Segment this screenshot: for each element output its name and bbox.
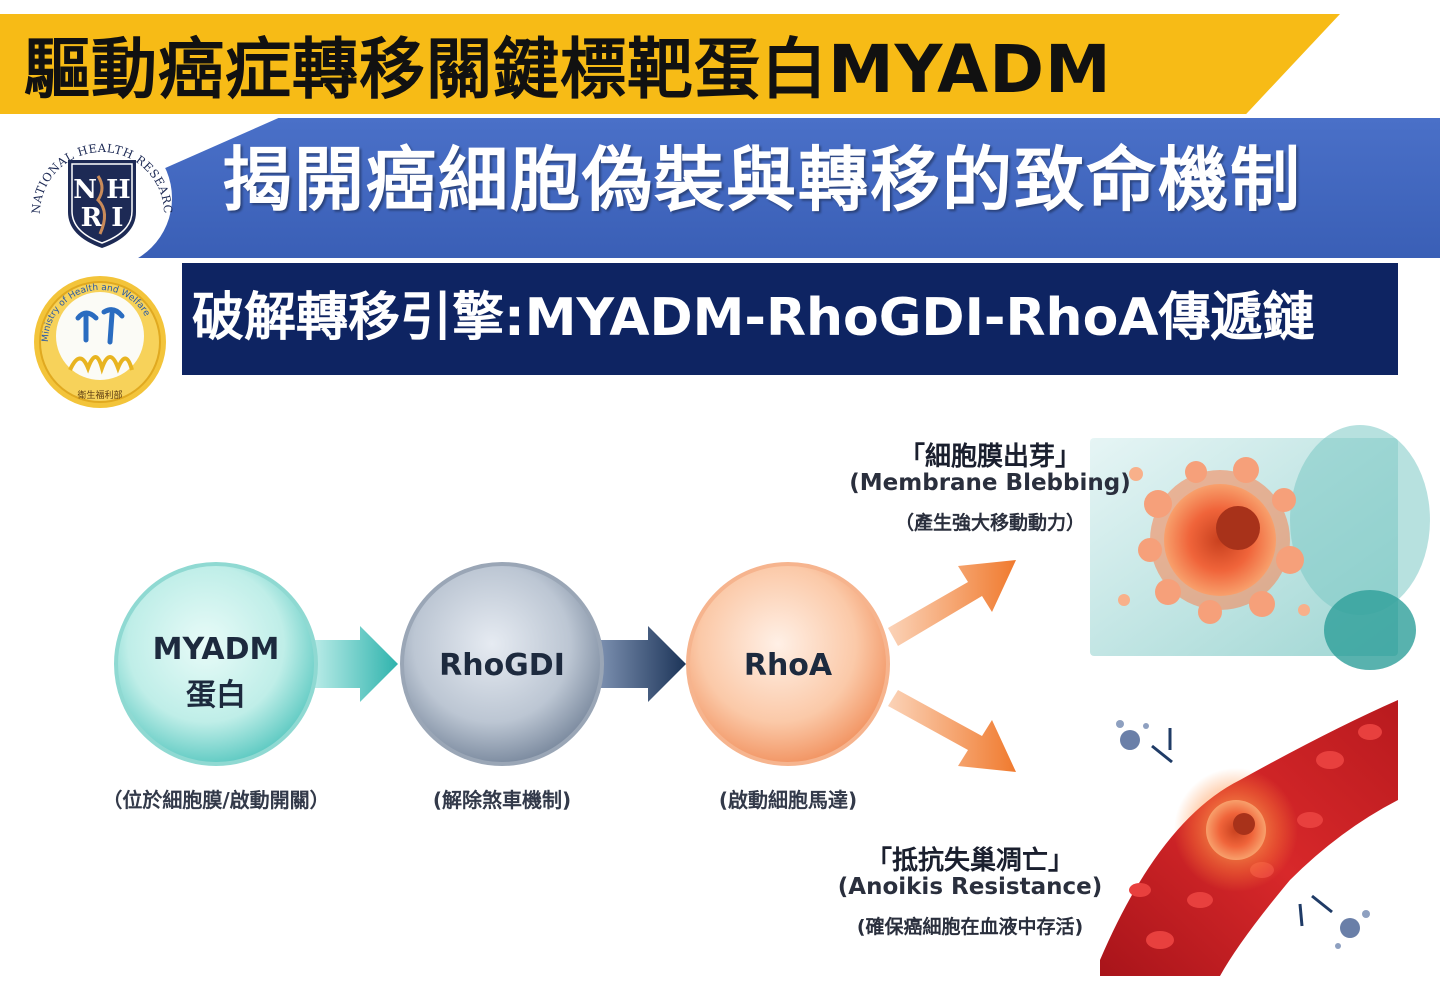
node-rhoa-caption: (啟動細胞馬達) — [718, 788, 858, 812]
blebbing-illustration — [1090, 425, 1430, 670]
arrow-rhogdi-to-rhoa — [596, 626, 686, 702]
mohw-logo: Ministry of Health and Welfare 衛生福利部 — [34, 276, 166, 408]
node-myadm-caption: （位於細胞膜/啟動開關） — [102, 788, 330, 812]
pathway-title-bar — [182, 263, 1398, 375]
pathway-title: 破解轉移引擎:MYADM-RhoGDI-RhoA傳遞鏈 — [192, 288, 1315, 348]
main-title: 驅動癌症轉移關鍵標靶蛋白MYADM — [24, 31, 1112, 108]
node-myadm-label-2: 蛋白 — [186, 678, 246, 713]
node-myadm-label: MYADM — [152, 632, 280, 667]
outcome-anoikis-title: 「抵抗失巢凋亡」 — [865, 846, 1074, 876]
outcome-blebbing-title: 「細胞膜出芽」 — [898, 442, 1081, 472]
arrow-myadm-to-rhogdi — [310, 626, 398, 702]
arrow-rhoa-to-anoikis — [888, 690, 1016, 772]
node-rhoa-circle — [686, 562, 890, 766]
node-rhogdi-caption: (解除煞車機制) — [432, 788, 572, 812]
diagram-svg — [114, 425, 1430, 976]
node-rhogdi-label: RhoGDI — [439, 648, 565, 683]
nhri-logo: NATIONAL HEALTH RESEARCH INSTITUTES N H … — [14, 118, 175, 260]
arrow-rhoa-to-blebbing — [888, 560, 1016, 646]
mohw-bottom-text: 衛生福利部 — [77, 389, 122, 401]
outcome-anoikis-note: (確保癌細胞在血液中存活) — [856, 916, 1084, 938]
node-rhogdi-circle — [400, 562, 604, 766]
title-banner — [0, 14, 1340, 114]
pathway-diagram: MYADM 蛋白 RhoGDI RhoA （位於細胞膜/啟動開關） (解除煞車機… — [40, 400, 1440, 999]
subtitle: 揭開癌細胞偽裝與轉移的致命機制 — [222, 139, 1302, 221]
outcome-blebbing-note: （產生強大移動動力） — [894, 512, 1085, 534]
subtitle-banner — [120, 118, 1440, 258]
outcome-blebbing-english: (Membrane Blebbing) — [849, 470, 1131, 496]
node-rhoa-label: RhoA — [743, 648, 833, 683]
anoikis-illustration — [1100, 700, 1398, 976]
node-myadm-circle — [114, 562, 318, 766]
outcome-anoikis-english: (Anoikis Resistance) — [837, 874, 1103, 900]
